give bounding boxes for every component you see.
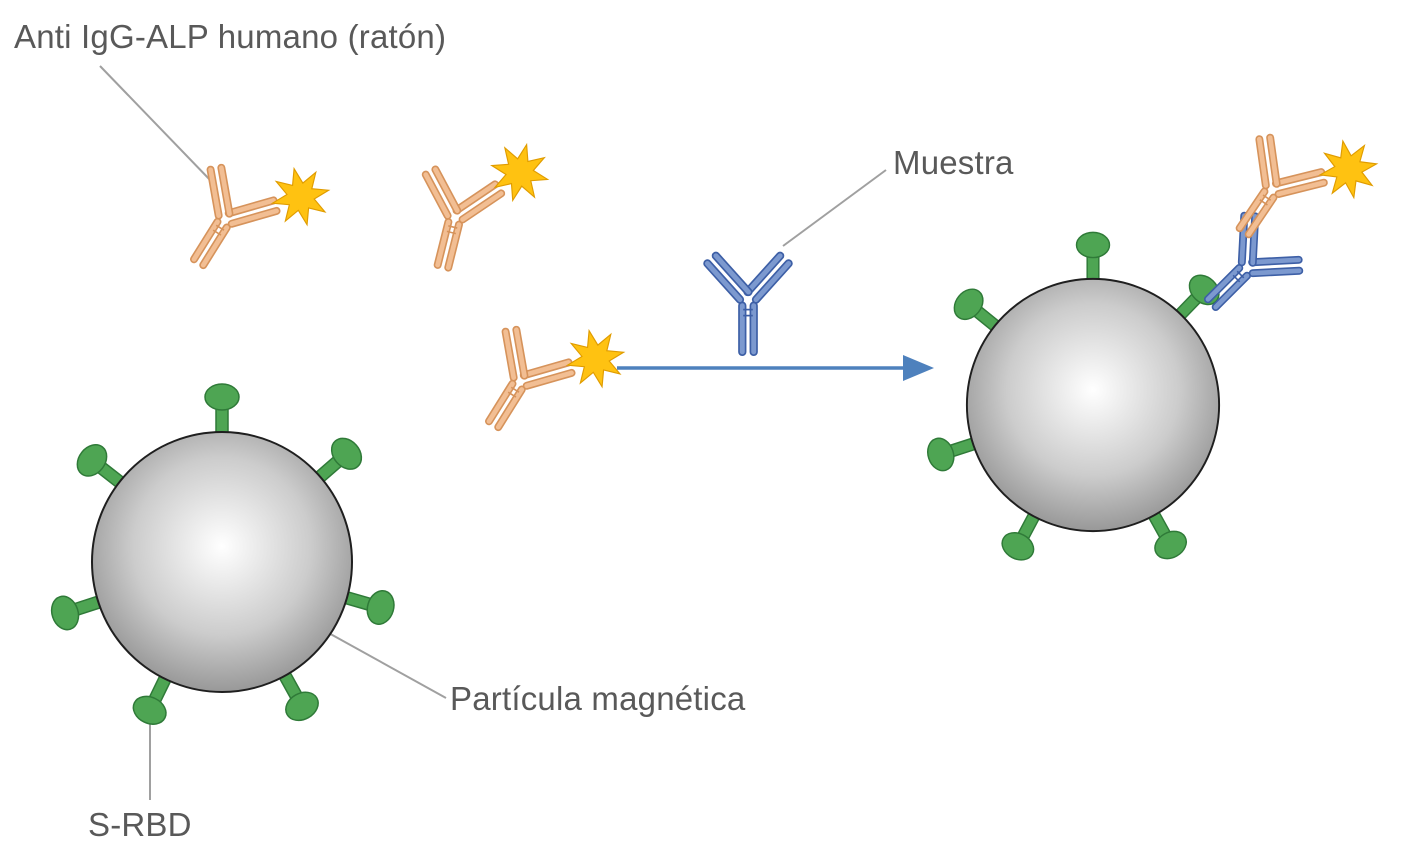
label-particula-magnetica: Partícula magnética bbox=[450, 680, 746, 717]
magnetic-particle-left bbox=[46, 383, 399, 731]
magnetic-particle bbox=[91, 431, 353, 693]
leader-line-anti-igg bbox=[99, 65, 213, 183]
antibody-icon bbox=[454, 318, 583, 451]
arrow-head-icon bbox=[903, 355, 934, 381]
label-muestra: Muestra bbox=[893, 144, 1014, 181]
magnetic-particle-right bbox=[922, 231, 1226, 566]
antibody-icon bbox=[159, 156, 288, 289]
label-anti-igg-alp: Anti IgG-ALP humano (ratón) bbox=[14, 18, 447, 55]
magnetic-particle bbox=[965, 277, 1221, 533]
reaction-arrow bbox=[617, 355, 934, 381]
anti-igg-alp-antibody bbox=[159, 156, 341, 289]
label-s-rbd: S-RBD bbox=[88, 806, 192, 843]
anti-igg-alp-antibody bbox=[454, 318, 636, 451]
anti-igg-alp-antibody-bound bbox=[1205, 126, 1389, 259]
anti-igg-alp-antibody bbox=[399, 137, 556, 281]
antibody-icon bbox=[701, 250, 795, 357]
leader-line-muestra bbox=[782, 169, 887, 247]
antibody-icon bbox=[1205, 126, 1335, 259]
antibody-icon bbox=[399, 161, 510, 281]
sample-igg-antibody bbox=[701, 250, 795, 357]
